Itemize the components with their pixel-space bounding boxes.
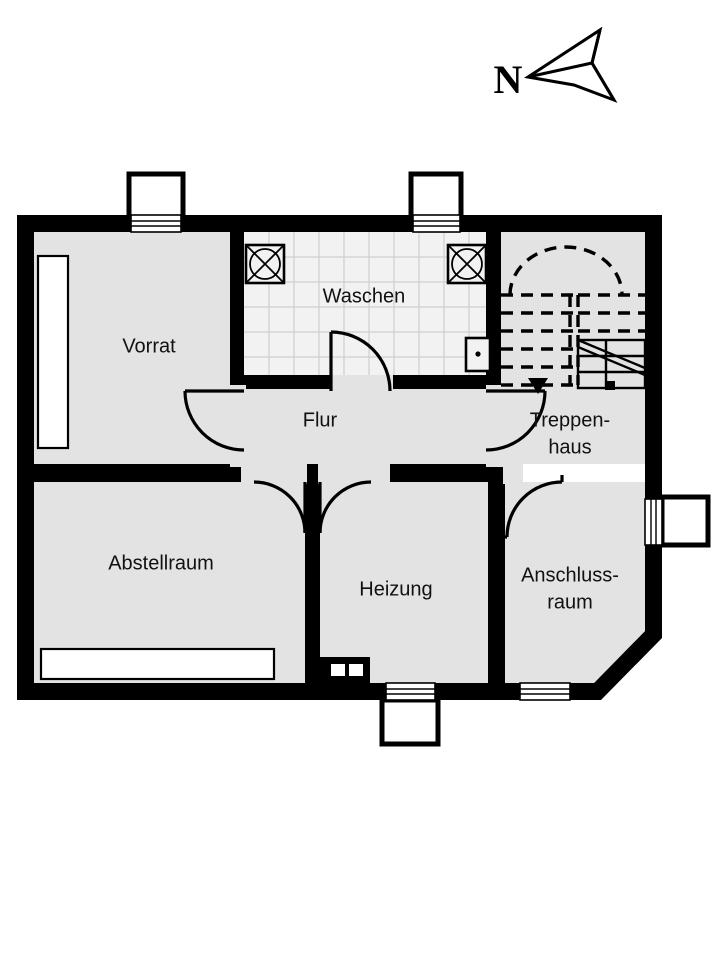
door-flur-treppenhaus <box>485 389 547 452</box>
north-arrow-facets <box>527 29 616 101</box>
window-waschen-north <box>412 214 461 233</box>
windows <box>130 214 663 701</box>
boiler-heizung <box>320 657 370 683</box>
light-wells <box>126 171 711 747</box>
opening-waschen-flur <box>330 375 393 391</box>
room-label-anschlussraum-line1: Anschluss- <box>521 564 619 586</box>
room-label-vorrat: Vorrat <box>122 335 176 357</box>
window-vorrat-north <box>130 214 182 233</box>
light-well-vorrat-north <box>126 171 186 223</box>
room-labels: Vorrat Waschen Flur Treppen- haus Abstel… <box>108 285 619 613</box>
wall-waschen-flur-right <box>393 375 486 389</box>
door-flur-heizung <box>318 480 372 534</box>
opening-flur-heizung <box>318 464 390 484</box>
floor-anschlussraum <box>505 482 645 683</box>
room-label-anschlussraum-line2: raum <box>547 591 593 613</box>
door-waschen-flur <box>329 330 392 392</box>
door-flur-abstellraum <box>253 480 307 534</box>
staircase-direction-arrow <box>528 378 548 394</box>
doors <box>183 330 564 539</box>
room-label-treppenhaus-line2: haus <box>548 436 591 458</box>
window-heizung-south <box>385 682 436 701</box>
staircase-lower-flight-solid <box>576 338 647 390</box>
floor-heizung <box>320 482 488 683</box>
room-label-flur: Flur <box>303 409 338 431</box>
room-label-treppenhaus-line1: Treppen- <box>530 409 610 431</box>
window-anschlussraum-south <box>519 682 571 701</box>
staircase-treppenhaus <box>501 245 647 394</box>
north-letter: N <box>494 57 523 102</box>
tile-grid-waschen <box>244 232 486 375</box>
north-arrow-shape <box>523 26 618 103</box>
north-arrow: N <box>494 26 618 103</box>
floor-flur <box>244 389 486 464</box>
walls <box>17 215 662 700</box>
staircase-newel-post <box>605 381 615 390</box>
washing-machine-left <box>244 243 286 285</box>
shelf-abstellraum <box>39 647 276 681</box>
light-well-heizung-south <box>379 697 441 747</box>
opening-flur-treppenhaus <box>486 385 503 467</box>
opening-vorrat-flur <box>230 385 246 467</box>
wall-vorrat-abstellraum <box>34 464 241 482</box>
door-treppenhaus-anschlussraum <box>505 475 564 539</box>
room-label-abstellraum: Abstellraum <box>108 552 214 574</box>
water-heater <box>464 336 492 373</box>
opening-treppenhaus-anschlussraum <box>503 464 523 484</box>
window-anschlussraum-east <box>644 498 663 546</box>
wall-waschen-flur-left <box>230 375 330 389</box>
light-well-anschlussraum-east <box>659 494 711 548</box>
shelf-vorrat <box>36 254 70 450</box>
room-label-heizung: Heizung <box>359 578 432 600</box>
fixtures <box>36 243 492 683</box>
wall-vorrat-waschen <box>230 232 244 385</box>
wall-abstellraum-heizung <box>305 464 320 683</box>
washing-machine-right <box>446 243 488 285</box>
light-well-waschen-north <box>408 171 464 223</box>
opening-flur-abstellraum <box>241 464 307 484</box>
wall-flur-heizung-top <box>388 464 501 482</box>
staircase-section-cut-line <box>577 338 646 377</box>
door-vorrat-flur <box>183 389 245 452</box>
room-label-waschen: Waschen <box>323 285 406 307</box>
wall-heizung-anschlussraum <box>488 464 505 683</box>
